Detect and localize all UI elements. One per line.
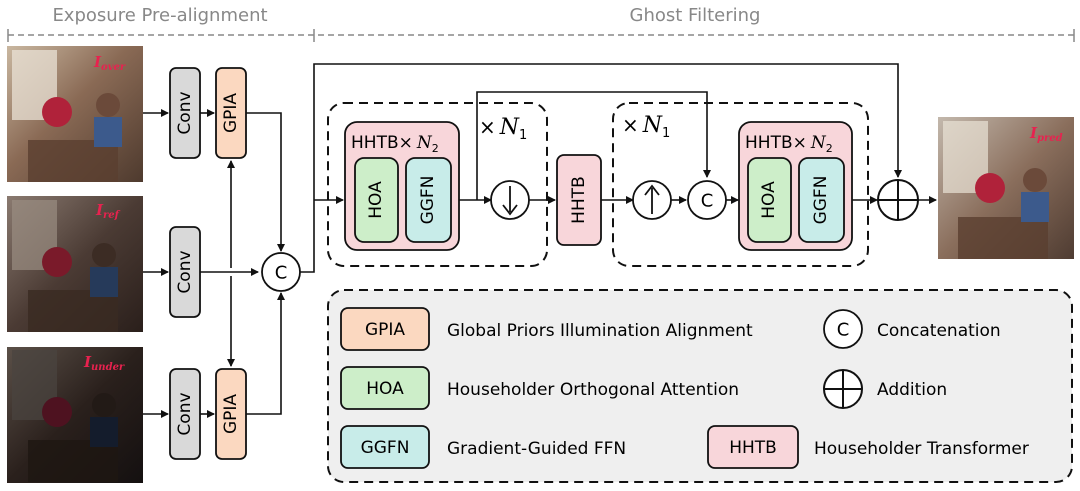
legend-ggfn: GGFN Gradient-Guided FFN — [340, 425, 626, 469]
svg-text:C: C — [701, 191, 714, 212]
svg-text:HHTB×N2: HHTB×N2 — [351, 133, 439, 155]
svg-text:Conv: Conv — [175, 91, 195, 134]
gpia-block-top: GPIA — [215, 67, 247, 159]
input-image-ref: Iref — [7, 196, 143, 332]
legend-hhtb: HHTB Householder Transformer — [707, 425, 1029, 469]
header-right-label: Ghost Filtering — [630, 5, 761, 26]
svg-text:Gradient-Guided FFN: Gradient-Guided FFN — [447, 439, 626, 459]
label-over: Iover — [93, 53, 126, 73]
svg-text:HHTB: HHTB — [569, 176, 589, 224]
svg-text:HOA: HOA — [366, 379, 404, 399]
svg-text:Concatenation: Concatenation — [877, 321, 1001, 341]
encoder-hhtb-group: HHTB×N2 HOA GGFN — [344, 121, 460, 251]
svg-text:Conv: Conv — [175, 250, 195, 293]
legend-hoa: HOA Householder Orthogonal Attention — [340, 366, 739, 410]
conv-block-middle: Conv — [169, 226, 201, 318]
svg-text:HOA: HOA — [366, 181, 386, 219]
input-image-under: Iunder — [7, 347, 143, 483]
svg-text:GGFN: GGFN — [418, 176, 438, 225]
label-under: Iunder — [83, 353, 125, 373]
decoder-hhtb-group: HHTB×N2 HOA GGFN — [738, 121, 853, 251]
downsample-node — [490, 180, 530, 220]
legend: GPIA Global Priors Illumination Alignmen… — [327, 289, 1073, 483]
header-divider — [7, 29, 1075, 42]
svg-text:HOA: HOA — [759, 181, 779, 219]
svg-text:Addition: Addition — [877, 380, 947, 400]
svg-text:GPIA: GPIA — [221, 93, 241, 133]
header-left-label: Exposure Pre-alignment — [52, 5, 267, 26]
svg-text:C: C — [837, 320, 850, 341]
svg-text:Global Priors Illumination Ali: Global Priors Illumination Alignment — [447, 321, 753, 341]
concat-node-decoder: C — [687, 180, 727, 220]
conv-block-bottom: Conv — [169, 368, 201, 460]
svg-text:GGFN: GGFN — [361, 438, 410, 458]
legend-gpia: GPIA Global Priors Illumination Alignmen… — [340, 307, 753, 351]
decoder-repeat-group — [612, 102, 869, 267]
encoder-connections — [459, 91, 937, 204]
svg-text:GGFN: GGFN — [811, 176, 831, 225]
svg-text:GPIA: GPIA — [221, 394, 241, 434]
legend-concat: C Concatenation — [823, 309, 1001, 349]
svg-text:Householder Transformer: Householder Transformer — [814, 439, 1029, 459]
output-image-pred: Ipred — [938, 117, 1074, 259]
svg-text:C: C — [275, 263, 288, 284]
encoder-repeat-label: ×N1 — [479, 115, 527, 143]
svg-text:HHTB: HHTB — [729, 438, 777, 458]
svg-text:Conv: Conv — [175, 392, 195, 435]
svg-text:GPIA: GPIA — [365, 320, 405, 340]
hhtb-middle-block: HHTB — [556, 154, 602, 246]
upsample-node — [632, 180, 672, 220]
left-connections — [143, 109, 285, 418]
conv-block-top: Conv — [169, 67, 201, 159]
label-pred: Ipred — [1029, 124, 1063, 144]
input-image-over: Iover — [7, 46, 143, 182]
encoder-repeat-group — [327, 102, 548, 267]
concat-node-left: C — [261, 252, 301, 292]
gpia-block-bottom: GPIA — [215, 368, 247, 460]
label-ref: Iref — [95, 201, 121, 221]
legend-addition: Addition — [823, 369, 947, 409]
addition-node — [877, 179, 919, 221]
decoder-repeat-label: ×N1 — [622, 113, 670, 141]
svg-text:HHTB×N2: HHTB×N2 — [745, 133, 833, 155]
svg-text:Householder Orthogonal Attenti: Householder Orthogonal Attention — [447, 380, 739, 400]
skip-connection — [300, 63, 902, 273]
